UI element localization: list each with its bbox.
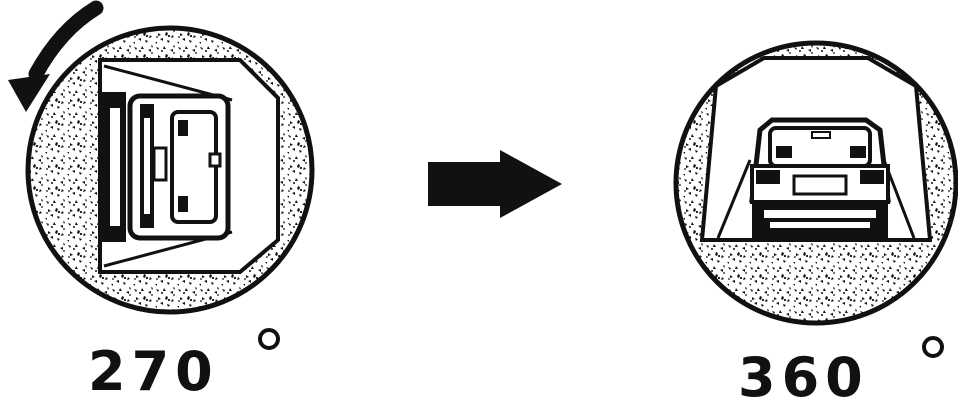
- car-upright: [752, 120, 888, 238]
- car-rotated: [102, 92, 228, 242]
- angle-label-270: 270: [88, 340, 219, 403]
- degree-symbol-icon: [258, 328, 280, 350]
- tunnel-view-360: [676, 43, 956, 323]
- right-arrow-icon: [428, 150, 562, 218]
- angle-label-360: 360: [738, 346, 869, 409]
- tunnel-view-270: [28, 28, 312, 312]
- degree-symbol-icon: [922, 336, 944, 358]
